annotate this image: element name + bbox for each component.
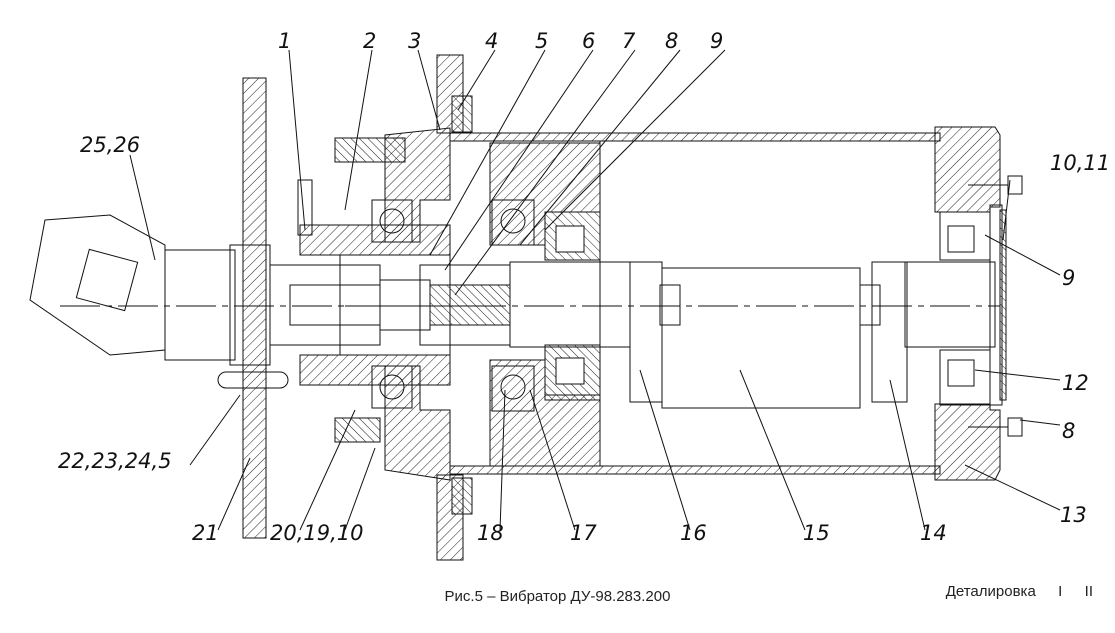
footer-nav: Деталировка I II [946,583,1093,600]
callout-2: 2 [363,29,376,53]
callout-17: 17 [570,521,597,545]
drive-shaft [269,224,631,386]
callout-4: 4 [485,29,498,53]
right-end-cap [934,126,1023,481]
callout-21: 21 [192,521,219,545]
callout-8-right: 8 [1062,419,1075,443]
callout-9-right: 9 [1062,266,1075,290]
callout-8: 8 [665,29,678,53]
callout-20-19-10: 20,19,10 [270,521,364,545]
callout-22-23-24-5: 22,23,24,5 [58,449,172,473]
callout-3: 3 [408,29,421,53]
callout-16: 16 [680,521,707,545]
eccentric-masses [629,261,996,409]
callout-25-26: 25,26 [80,133,140,157]
callout-15: 15 [803,521,830,545]
callout-1: 1 [278,29,291,53]
footer-section-title: Деталировка [945,583,1036,600]
callout-10-11: 10,11 [1050,151,1110,175]
callout-14: 14 [920,521,947,545]
callout-6: 6 [582,29,595,53]
callout-labels: 1 2 3 4 5 6 7 8 9 10,11 9 12 8 13 14 15 … [58,29,1110,545]
footer-page-roman-1[interactable]: I [1058,583,1063,600]
bearing-housing [489,141,601,467]
leader-lines [129,49,1061,531]
callout-7: 7 [622,29,636,53]
callout-13: 13 [1060,503,1087,527]
callout-18: 18 [477,521,504,545]
callout-9: 9 [710,29,723,53]
motor-assembly [29,77,406,539]
callout-12: 12 [1062,371,1089,395]
figure-caption: Рис.5 – Вибратор ДУ-98.283.200 [444,588,671,605]
footer-page-roman-2[interactable]: II [1084,583,1093,600]
callout-5: 5 [535,29,548,53]
